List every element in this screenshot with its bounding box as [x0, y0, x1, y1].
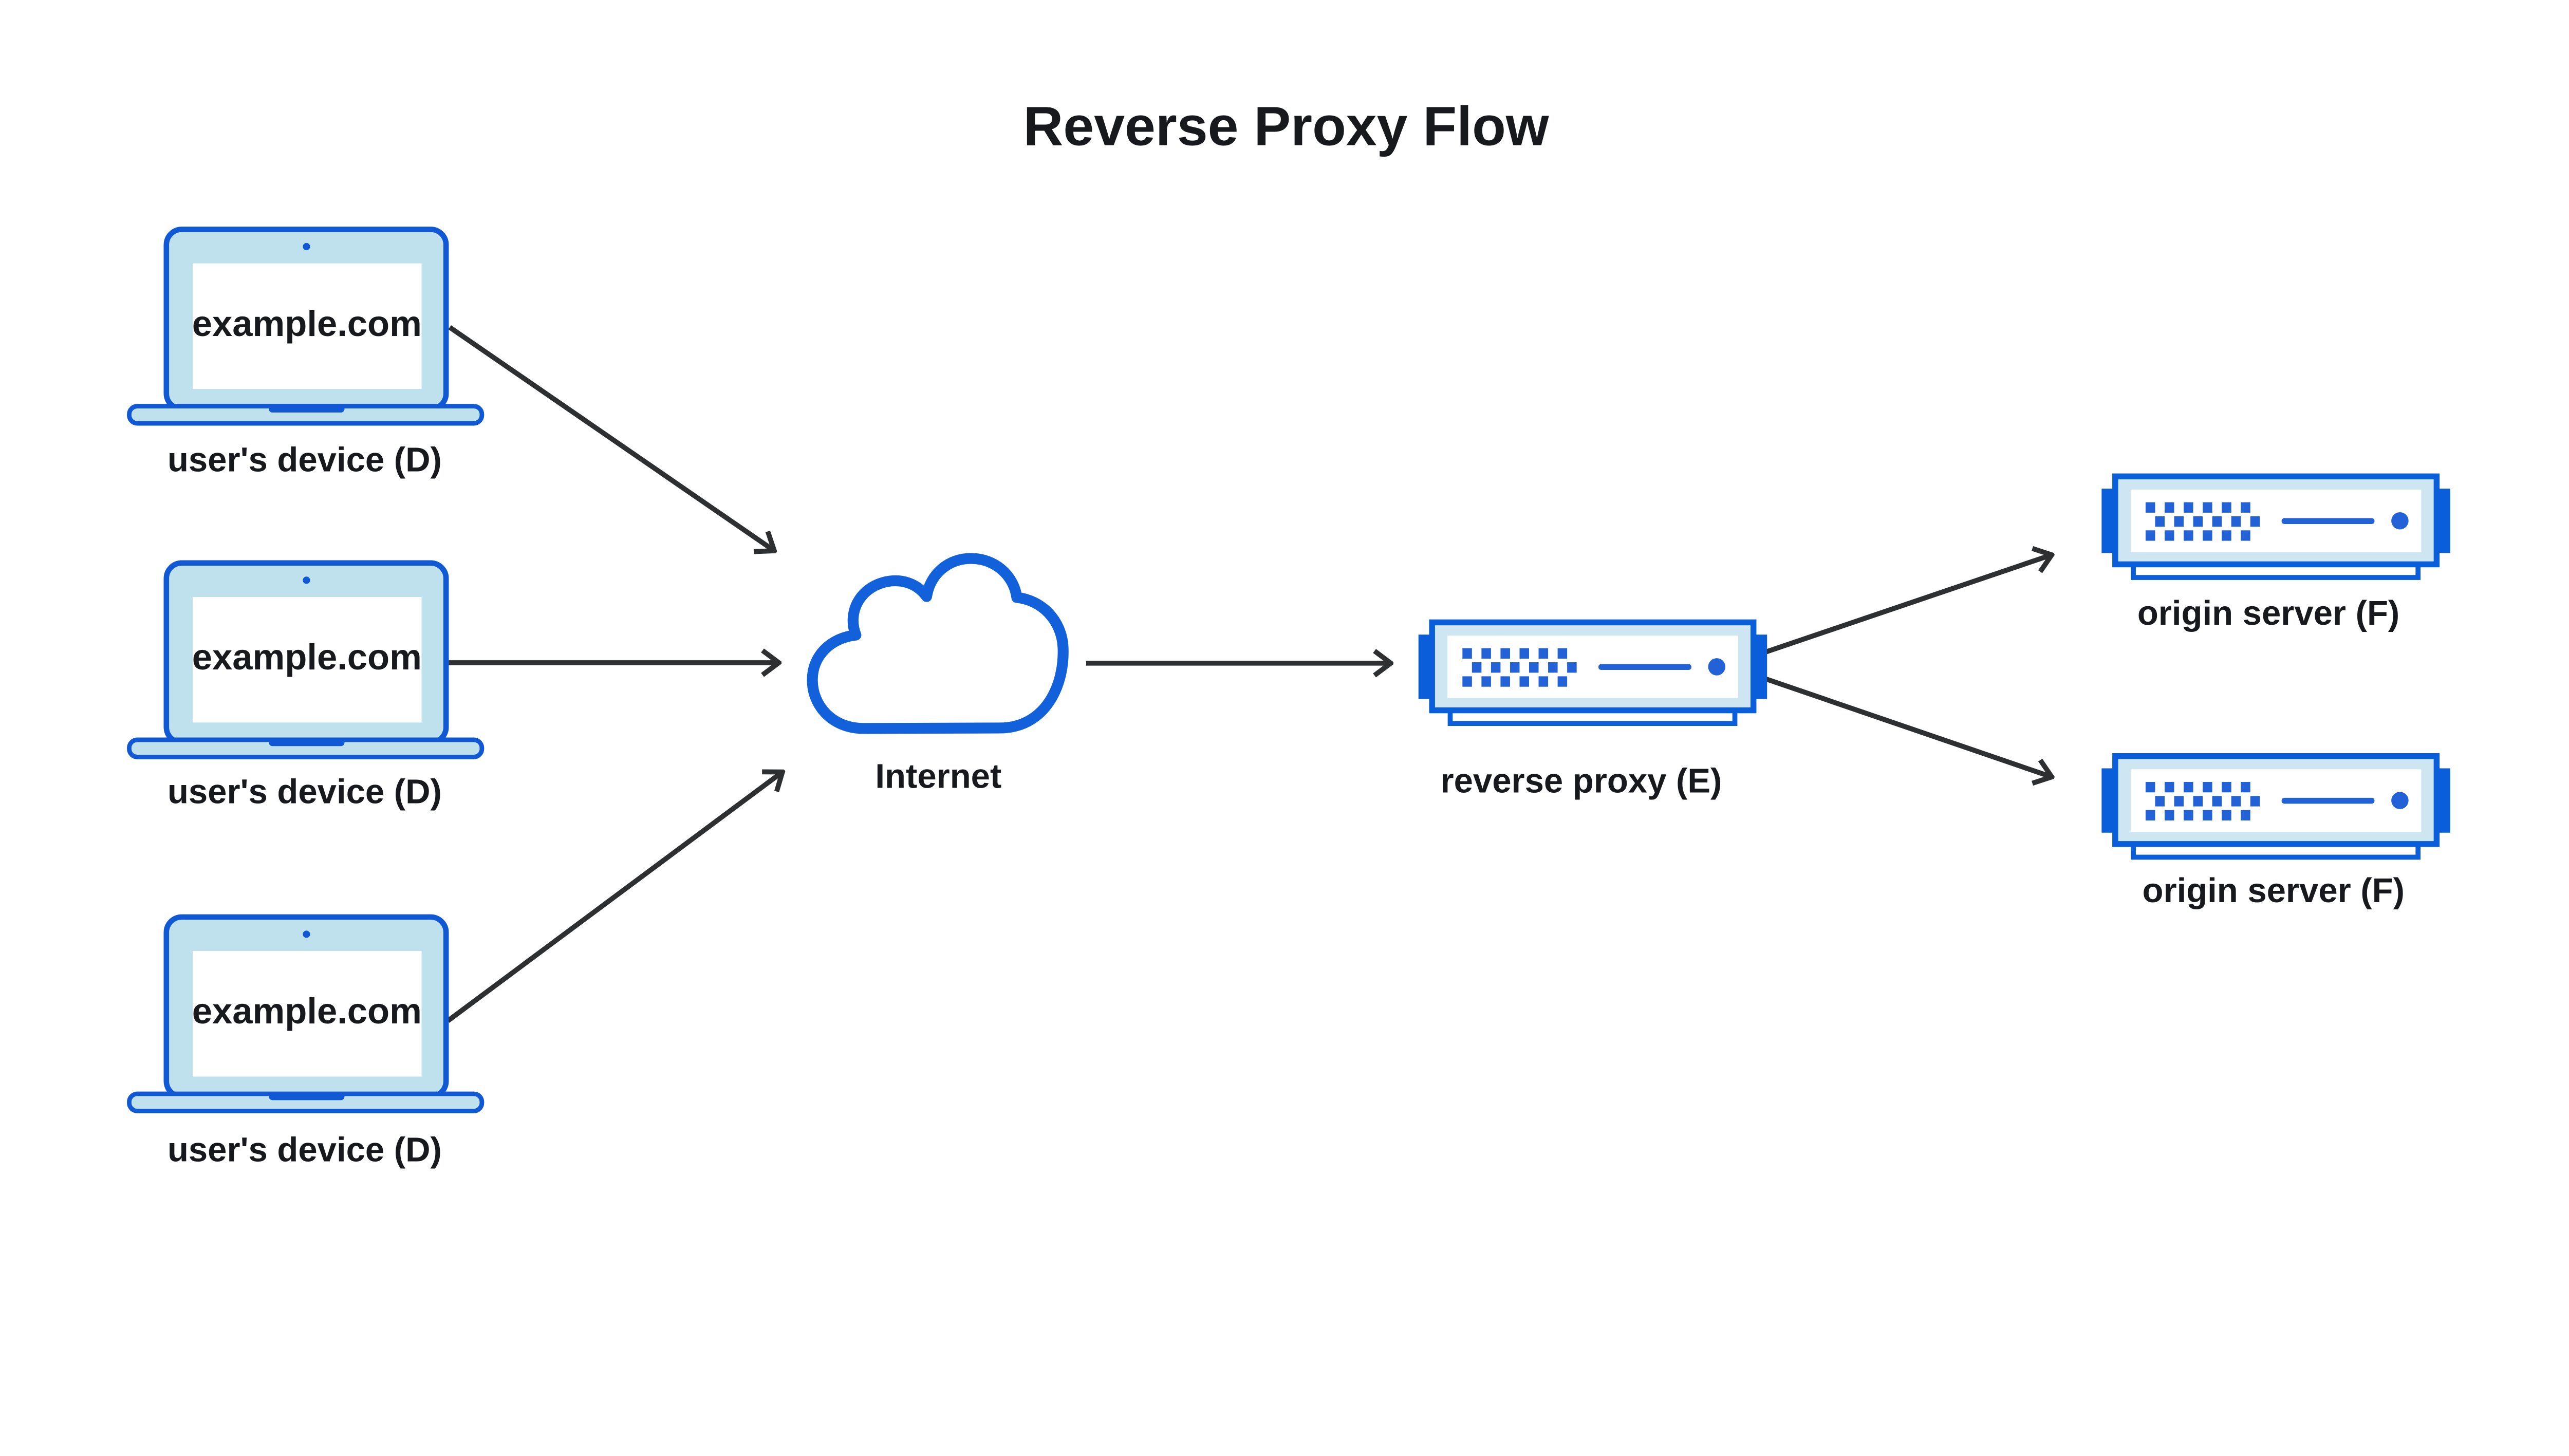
server-icon: [1419, 622, 1767, 723]
device-screen-url: example.com: [192, 303, 422, 344]
origin-server-label: origin server (F): [2143, 871, 2405, 910]
origin-server-1: origin server (F): [2101, 476, 2450, 632]
user-device-1: example.com user's device (D): [129, 229, 481, 479]
origin-server-2: origin server (F): [2101, 756, 2450, 910]
arrow-device1-to-internet: [448, 325, 774, 551]
internet-node: Internet: [807, 553, 1069, 795]
diagram-canvas: Reverse Proxy Flow example.com user's de…: [0, 95, 2569, 1169]
user-device-2: example.com user's device (D): [129, 563, 481, 811]
reverse-proxy-label: reverse proxy (E): [1441, 761, 1722, 800]
origin-server-label: origin server (F): [2137, 594, 2399, 632]
user-device-3: example.com user's device (D): [129, 917, 481, 1169]
device-label: user's device (D): [167, 441, 442, 479]
reverse-proxy-node: reverse proxy (E): [1419, 622, 1767, 800]
cloud-icon: [807, 553, 1069, 734]
device-label: user's device (D): [167, 772, 442, 811]
device-label: user's device (D): [167, 1130, 442, 1169]
page-title: Reverse Proxy Flow: [1023, 95, 1549, 157]
arrow-proxy-to-origin2: [1765, 677, 2052, 777]
internet-label: Internet: [875, 757, 1001, 795]
arrow-device3-to-internet: [446, 772, 783, 1023]
server-icon: [2101, 756, 2450, 857]
reverse-proxy-flow-diagram: Reverse Proxy Flow example.com user's de…: [0, 95, 2569, 1169]
device-screen-url: example.com: [192, 637, 422, 677]
flow-arrows: [446, 325, 2052, 1023]
server-icon: [2101, 476, 2450, 577]
device-screen-url: example.com: [192, 991, 422, 1031]
arrow-proxy-to-origin1: [1765, 555, 2052, 655]
